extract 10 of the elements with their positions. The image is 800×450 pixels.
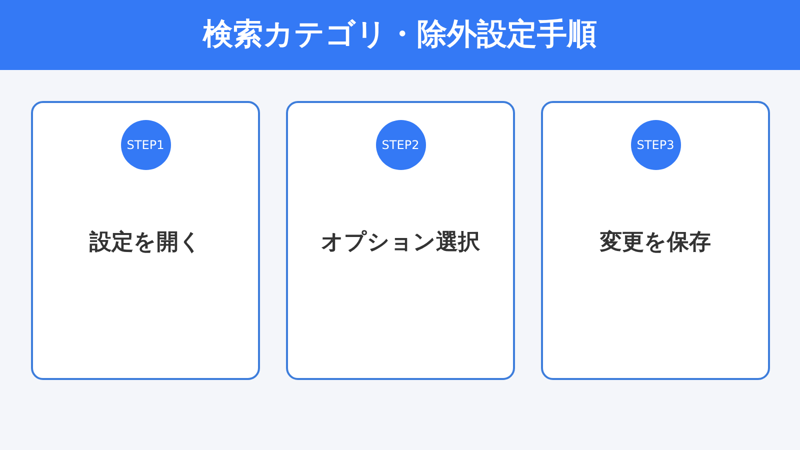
step-badge: STEP1: [120, 120, 170, 170]
step-badge: STEP2: [376, 120, 426, 170]
step-title: オプション選択: [320, 229, 481, 257]
step-card: [31, 101, 260, 380]
step-title: 変更を保存: [598, 228, 712, 257]
title-bar: 検索カテゴリ・除外設定手順: [0, 0, 800, 70]
step-card: [541, 101, 770, 380]
step-card: [286, 101, 515, 380]
step-title: 設定を開く: [88, 228, 202, 257]
step-badge: STEP3: [630, 120, 680, 170]
